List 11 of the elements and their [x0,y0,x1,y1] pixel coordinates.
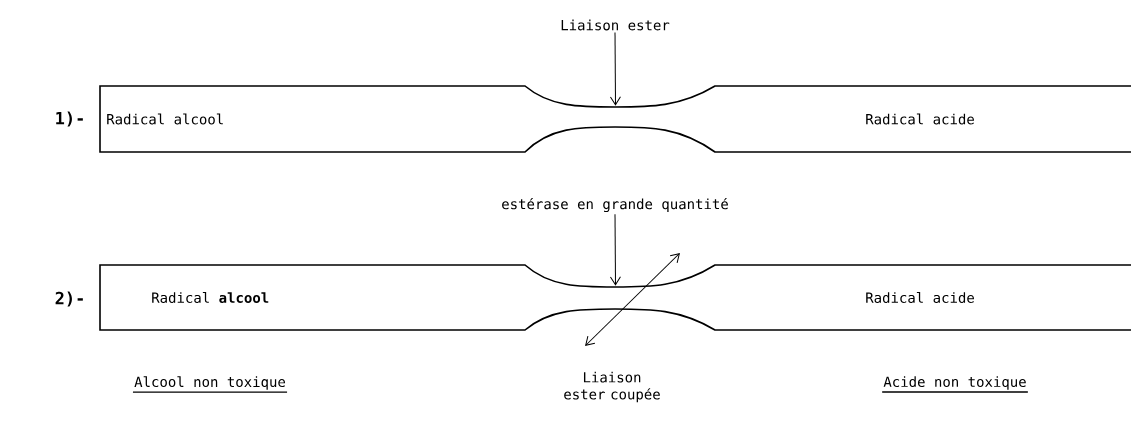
note-text: Liaison ester coupée [564,371,660,403]
arrow [609,213,621,286]
note-text: estérase en grande quantité [502,197,728,213]
molecule-bar: Radical alcool Radical acide [99,85,1131,153]
step-number: 1)- [56,111,83,127]
molecule-bar: Radical alcool Radical acide [99,264,1131,331]
underlined-label: Alcool non toxique [132,376,288,393]
arrow [609,32,621,106]
underlined-label: Acide non toxique [881,376,1029,393]
note-text: Liaison ester [561,19,670,31]
step-number: 2)- [55,291,83,307]
